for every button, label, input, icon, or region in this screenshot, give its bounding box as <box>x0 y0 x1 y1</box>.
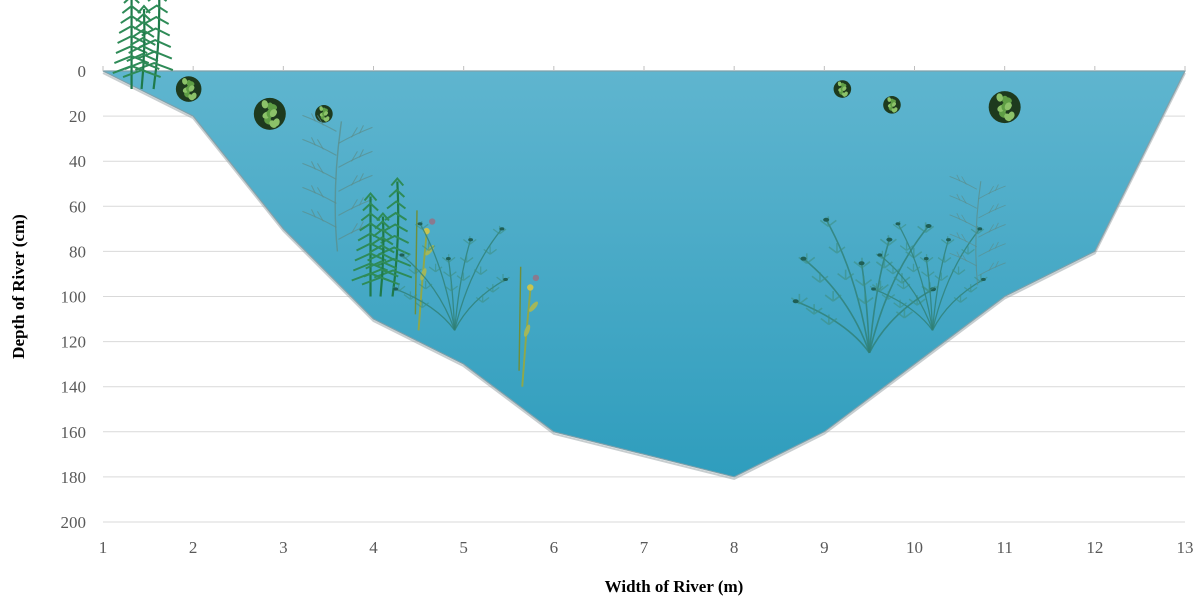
x-tick-label: 11 <box>996 538 1012 557</box>
y-tick-label: 180 <box>61 468 87 487</box>
duckweed-clump-illustration <box>175 76 202 102</box>
x-tick-label: 2 <box>189 538 198 557</box>
x-tick-label: 5 <box>459 538 468 557</box>
y-tick-label: 40 <box>69 152 86 171</box>
x-tick-label: 8 <box>730 538 739 557</box>
y-tick-label: 200 <box>61 513 87 532</box>
y-tick-label: 160 <box>61 423 87 442</box>
y-tick-label: 80 <box>69 242 86 261</box>
duckweed-clump-illustration <box>315 105 333 123</box>
x-tick-label: 10 <box>906 538 923 557</box>
x-tick-label: 12 <box>1086 538 1103 557</box>
fan-plant-illustration <box>391 221 510 331</box>
river-cross-section <box>102 70 1186 480</box>
x-tick-label: 3 <box>279 538 288 557</box>
feathery-plant-illustration <box>949 174 1006 286</box>
x-tick-label: 7 <box>640 538 649 557</box>
duckweed-clump-illustration <box>988 91 1021 124</box>
hornwort-plant-illustration <box>351 176 413 297</box>
y-tick-label: 100 <box>61 288 87 307</box>
x-tick-label: 6 <box>550 538 559 557</box>
river-bed-shadow <box>102 72 1186 480</box>
river-area <box>102 70 1186 478</box>
y-tick-label: 20 <box>69 107 86 126</box>
y-tick-label: 140 <box>61 378 87 397</box>
duckweed-clump-illustration <box>253 97 286 130</box>
x-tick-label: 9 <box>820 538 829 557</box>
feathery-plant-illustration <box>302 113 373 252</box>
y-tick-label: 0 <box>78 62 87 81</box>
x-tick-label: 13 <box>1177 538 1194 557</box>
x-tick-label: 1 <box>99 538 108 557</box>
aquatic-plant-illustrations <box>112 0 1021 387</box>
flowering-stem-illustration <box>518 266 540 387</box>
y-tick-label: 120 <box>61 333 87 352</box>
duckweed-clump-illustration <box>833 80 852 98</box>
y-tick-label: 60 <box>69 197 86 216</box>
x-tick-label: 4 <box>369 538 378 557</box>
y-axis-title: Depth of River (cm) <box>9 214 28 359</box>
duckweed-clump-illustration <box>883 96 901 114</box>
hornwort-plant-illustration <box>112 0 174 90</box>
fan-plant-illustration <box>869 221 988 331</box>
fan-plant-illustration <box>790 216 939 354</box>
x-axis-title: Width of River (m) <box>605 577 744 596</box>
